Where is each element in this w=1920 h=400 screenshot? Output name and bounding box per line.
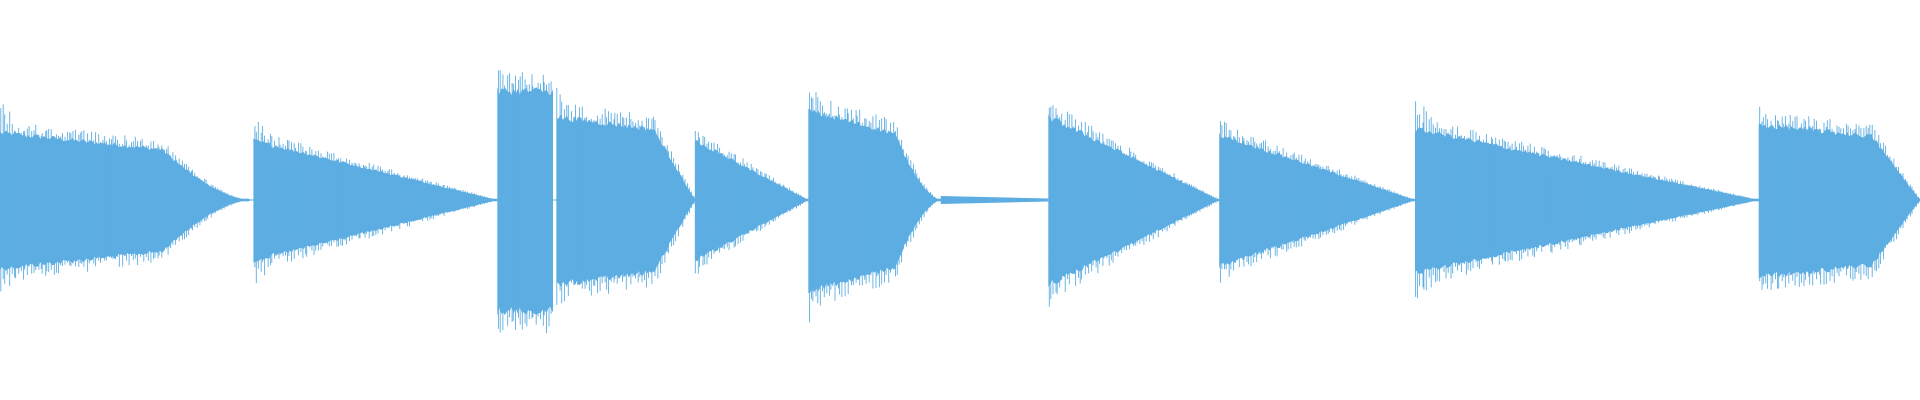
waveform-note-spikes bbox=[556, 87, 695, 305]
waveform-note-spikes bbox=[809, 92, 940, 323]
waveform-spikes-group bbox=[0, 70, 1920, 334]
waveform-note-spikes bbox=[254, 122, 497, 284]
waveform-note-spikes bbox=[1048, 105, 1219, 307]
waveform-note-body bbox=[808, 108, 941, 294]
waveform-note-body bbox=[1415, 127, 1759, 275]
waveform-note-spikes bbox=[1415, 101, 1759, 299]
waveform-envelope-group bbox=[0, 86, 1920, 316]
waveform-note-spikes bbox=[0, 104, 248, 292]
waveform-silence-tail bbox=[940, 196, 1049, 204]
waveform-note-spikes bbox=[694, 131, 807, 274]
waveform-note-spikes bbox=[1759, 106, 1920, 290]
waveform-note-spikes bbox=[497, 70, 552, 334]
waveform-note-spikes bbox=[1219, 121, 1414, 283]
